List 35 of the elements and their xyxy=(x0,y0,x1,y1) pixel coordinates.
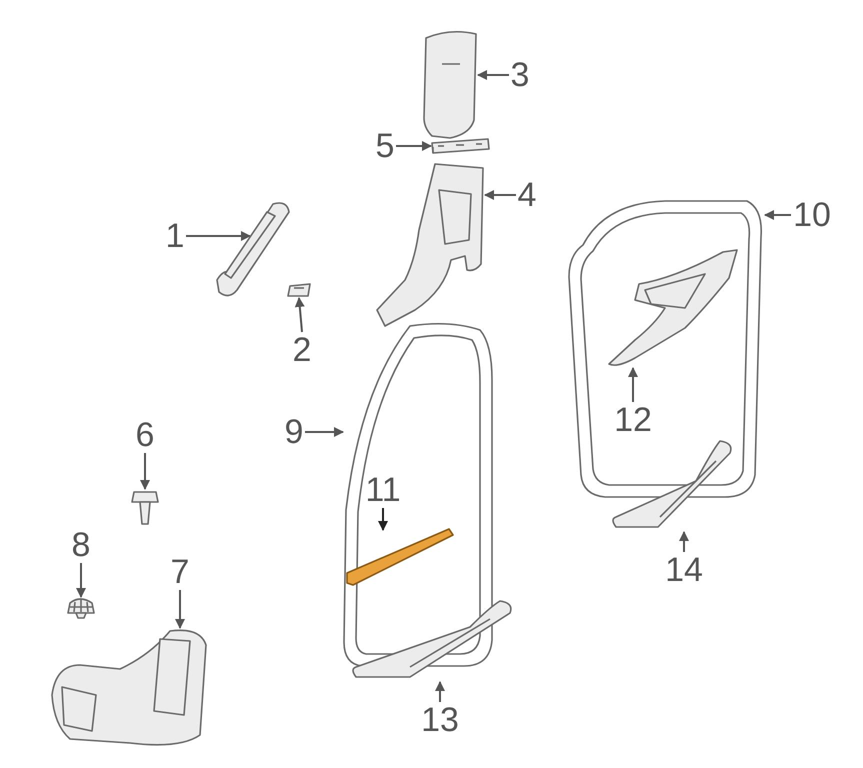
leader-arrow xyxy=(76,563,86,598)
callout-number: 12 xyxy=(612,402,654,438)
leader-arrow xyxy=(628,367,638,402)
callout-number: 7 xyxy=(169,554,191,590)
weatherstrip-seal-drawing xyxy=(340,320,495,670)
leader-arrow xyxy=(679,531,689,552)
trim-strip-drawing xyxy=(345,527,455,587)
leader-arrow xyxy=(294,297,305,332)
callout-number: 4 xyxy=(516,177,538,213)
leader-arrow xyxy=(484,190,516,200)
pillar-trim-drawing xyxy=(375,160,485,330)
leader-arrow xyxy=(175,590,185,629)
leader-arrow xyxy=(305,427,344,437)
callout-number: 3 xyxy=(509,57,531,93)
leader-arrow xyxy=(435,681,445,702)
callout-number: 13 xyxy=(419,702,461,738)
callout-number: 14 xyxy=(663,552,705,588)
leader-arrow xyxy=(396,141,432,151)
callout-number: 8 xyxy=(70,527,92,563)
leader-arrow xyxy=(140,453,150,490)
clip-drawing xyxy=(66,595,96,619)
leader-arrow xyxy=(764,210,791,220)
clip-drawing xyxy=(286,282,312,298)
clip-strip-drawing xyxy=(430,138,490,154)
leader-arrow xyxy=(186,231,251,241)
callout-number: 5 xyxy=(374,128,396,164)
callout-number: 2 xyxy=(291,332,313,368)
leader-arrow xyxy=(378,508,388,531)
callout-number: 11 xyxy=(362,472,404,508)
callout-number: 9 xyxy=(283,414,305,450)
screw-drawing xyxy=(130,488,160,526)
callout-number: 6 xyxy=(134,417,156,453)
leader-arrow xyxy=(477,70,509,80)
callout-number: 1 xyxy=(164,218,186,254)
callout-number: 10 xyxy=(791,197,833,233)
